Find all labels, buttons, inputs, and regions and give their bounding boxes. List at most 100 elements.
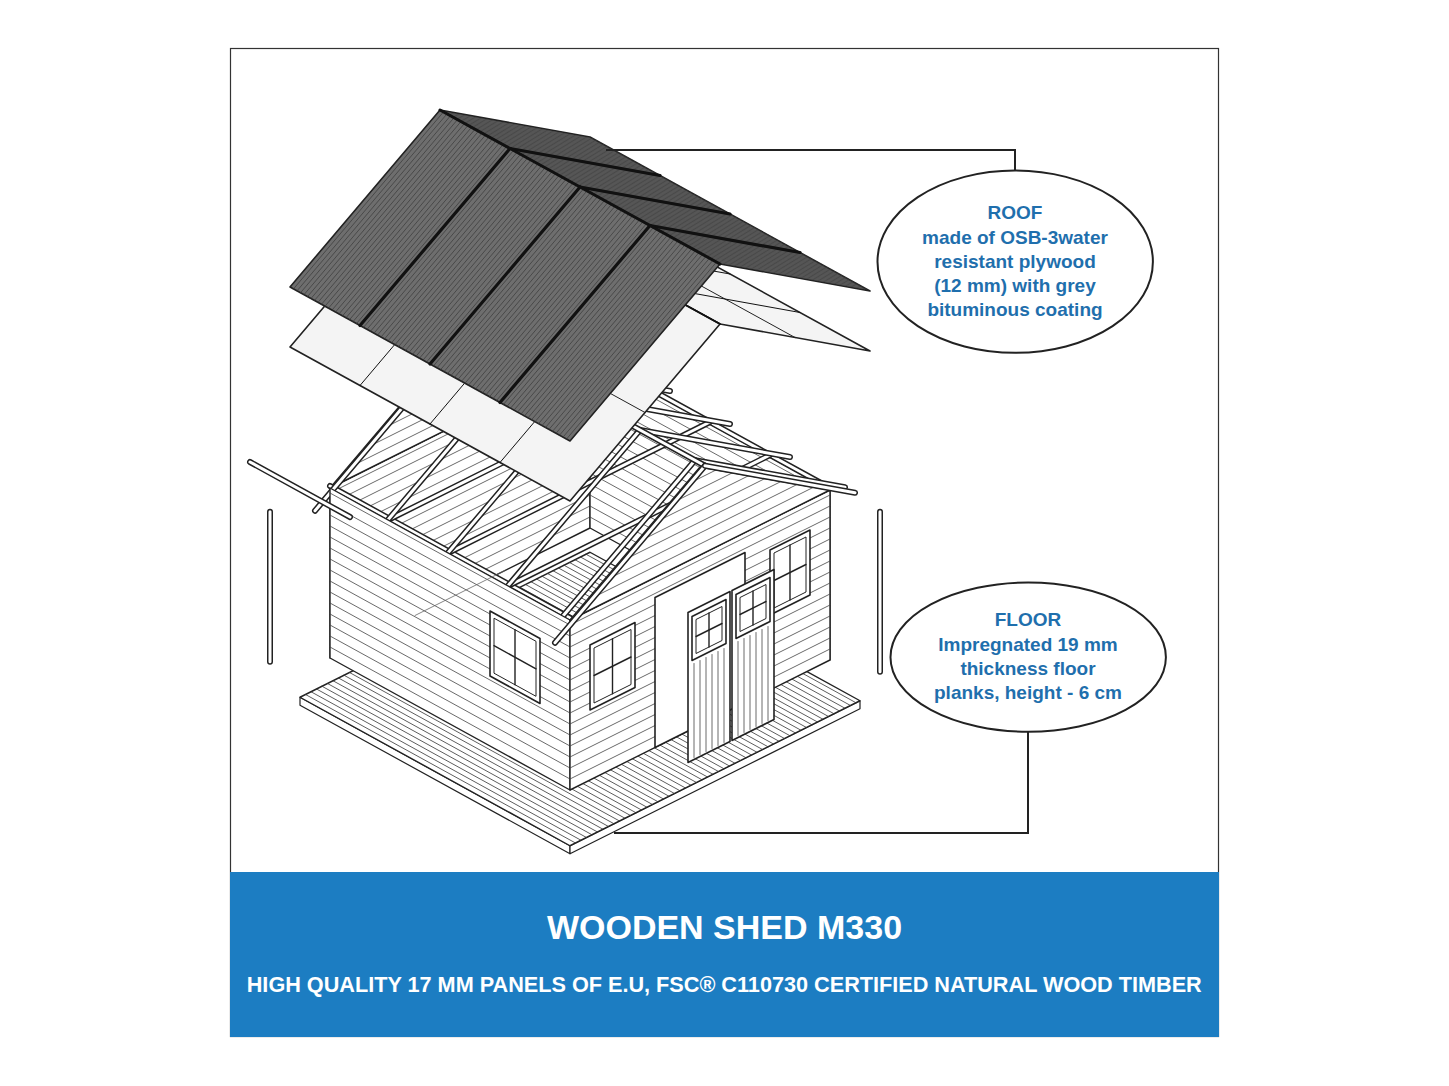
door-board [768,627,769,721]
roof-texture [486,218,636,395]
door-board [718,652,719,746]
gable-siding [635,479,765,544]
window-pane [696,607,722,654]
roof-texture [399,170,549,347]
roof-texture [315,123,465,300]
wall-siding [570,649,830,779]
roof-texture [703,254,853,281]
roof-texture [497,224,647,401]
corner-board [879,512,882,672]
roof-texture [371,154,521,331]
roof-texture [381,160,531,337]
roof-texture [350,143,500,320]
roof-texture [469,208,619,385]
roof-texture [437,191,587,368]
panel-joint [360,149,510,326]
door-board [762,630,763,724]
window-bar [494,646,536,669]
door-board [712,655,713,749]
roof-texture [388,164,538,341]
roof-texture [385,162,535,339]
roof-texture [406,174,556,351]
fascia-board [705,466,855,493]
roof-texture [462,204,612,381]
roof-texture [542,249,692,426]
corner-board [267,512,273,662]
roof-texture [476,212,626,389]
window-frame [590,623,635,711]
roof-texture [514,233,664,410]
roof-texture [717,262,867,289]
caption: HIGH QUALITY 17 MM PANELS OF E.U, FSC® C… [247,972,1202,998]
roof-texture [448,197,598,374]
roof-texture [409,175,559,352]
ellipse-shape [890,582,1165,731]
window-bar [696,624,722,637]
eave-board [250,462,350,517]
roof-texture [560,258,710,435]
roof-texture [451,199,601,376]
gable-siding [619,481,782,562]
roof-texture [420,181,570,358]
callout-ellipse: FLOORImpregnated 19 mm thickness floor p… [889,581,1167,733]
corner-board [269,512,272,662]
roof-texture [322,127,472,304]
roof-texture [311,122,461,299]
wall-siding [330,493,570,625]
roof-texture [713,260,863,287]
roof-texture [556,256,706,433]
roof-texture [297,114,447,291]
door-leaf [688,592,730,763]
roof-texture [430,187,580,364]
window-bar [594,657,631,676]
roof-texture [367,152,517,329]
panel-joint [500,226,650,403]
window-bar [774,565,806,581]
roof-texture [378,158,528,335]
gable-siding [586,487,814,601]
roof-texture [444,195,594,372]
door-board [724,649,725,743]
callout-heading: ROOF [920,201,1110,225]
roof-texture [532,243,682,420]
shed-drawing [250,110,880,854]
roof-texture [699,252,849,279]
wall-siding [330,581,570,713]
front-gable [570,467,830,620]
roof-texture [329,131,479,308]
callout-text: Impregnated 19 mm thickness floor planks… [933,633,1123,706]
window-frame [736,578,770,639]
roof-texture [549,252,699,429]
door-board [694,664,695,758]
roof-texture [343,139,493,316]
roof-texture [357,147,507,324]
roof-texture [518,235,668,412]
door-opening [415,571,505,616]
roof-texture [413,177,563,354]
callout-text: made of OSB-3water resistant plywood (12… [920,226,1110,323]
title-band: WOODEN SHED M330 HIGH QUALITY 17 MM PANE… [230,872,1219,1037]
gable-siding [603,484,798,582]
wall-siding [330,614,570,746]
ellipse-outline [889,581,1167,733]
wall-siding [330,515,570,647]
roof-texture [511,231,661,408]
roof-texture [434,189,584,366]
panel-joint [430,187,580,364]
roof-texture [318,125,468,302]
roof-texture [346,141,496,318]
window-pane [594,630,631,704]
roof-texture [392,166,542,343]
roof-texture [304,118,454,295]
door-board [738,642,739,736]
roof-texture [441,193,591,370]
roof-texture [479,214,629,391]
frame [231,49,1219,1037]
roof-texture [336,135,486,312]
door-board [750,636,751,730]
gable-siding [651,476,749,525]
roof-texture [504,227,654,404]
window-pane [740,585,766,632]
corner-board [877,512,883,672]
roof-texture [490,220,640,397]
